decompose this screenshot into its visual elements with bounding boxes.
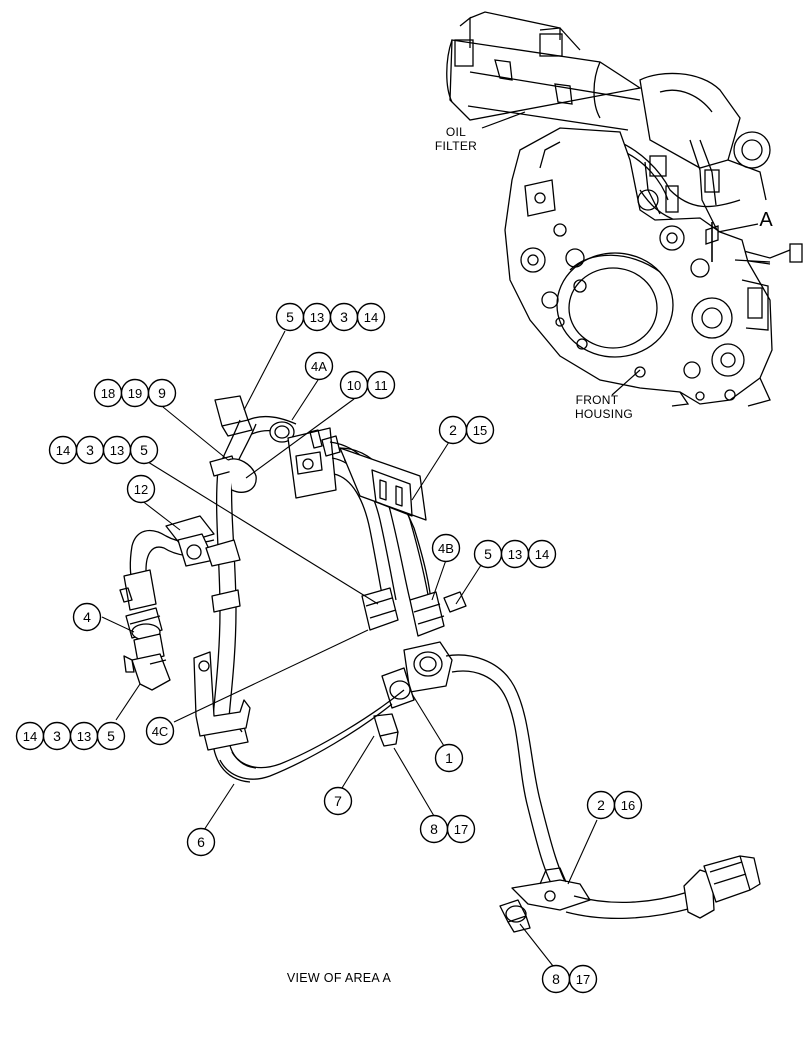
- callout-14-3-13-5-bottom: 14 3 13 5: [15, 721, 126, 751]
- callout-6: 6: [186, 827, 216, 857]
- callout-number: 5: [140, 442, 148, 458]
- callout-2-16: 2 16: [586, 790, 643, 820]
- callout-number: 4C: [152, 724, 169, 739]
- callout-1: 1: [434, 743, 464, 773]
- callout-balloon: [356, 302, 386, 332]
- callout-4C: 4C: [145, 716, 175, 746]
- callout-number: 2: [597, 797, 605, 813]
- callout-number: 13: [77, 729, 91, 744]
- callout-number: 14: [56, 443, 70, 458]
- callout-8-17-mid: 8 17: [419, 814, 476, 844]
- callout-number: 5: [286, 309, 294, 325]
- callout-14-3-13-5-top: 14 3 13 5: [48, 435, 159, 465]
- callout-balloon: [323, 786, 353, 816]
- callout-10-11: 10 11: [339, 370, 396, 400]
- callout-number: 13: [110, 443, 124, 458]
- engine-label-leaders: [481, 111, 759, 396]
- callout-number: 4: [83, 609, 91, 625]
- callout-balloon: [366, 370, 396, 400]
- callout-balloon: [96, 721, 126, 751]
- oil-filter-label: OIL: [446, 125, 466, 139]
- callout-number: 13: [310, 310, 324, 325]
- callout-12: 12: [126, 474, 156, 504]
- callout-balloon: [446, 814, 476, 844]
- callout-number: 7: [334, 793, 342, 809]
- callout-balloon: [147, 378, 177, 408]
- callout-balloon: [72, 602, 102, 632]
- callout-number: 3: [53, 728, 61, 744]
- callout-number: 11: [374, 378, 388, 393]
- engine-front-housing-drawing: [446, 11, 803, 407]
- callout-number: 12: [134, 482, 148, 497]
- callout-number: 14: [364, 310, 378, 325]
- callout-4B: 4B: [431, 533, 461, 563]
- oil-filter-label-line2: FILTER: [435, 139, 477, 153]
- callout-5-13-3-14: 5 13 3 14: [275, 302, 386, 332]
- callout-8-17-bottom: 8 17: [541, 964, 598, 994]
- callout-balloon: [465, 415, 495, 445]
- callout-5-13-14: 5 13 14: [473, 539, 557, 569]
- callout-number: 16: [621, 798, 635, 813]
- callout-number: 3: [340, 309, 348, 325]
- callout-number: 14: [23, 729, 37, 744]
- callout-number: 13: [508, 547, 522, 562]
- area-a-marker-label: A: [759, 209, 773, 231]
- callout-4: 4: [72, 602, 102, 632]
- callout-number: 2: [449, 422, 457, 438]
- callout-balloon: [434, 743, 464, 773]
- callout-balloon: [129, 435, 159, 465]
- callout-balloon: [186, 827, 216, 857]
- callout-number: 8: [552, 971, 560, 987]
- callout-number: 15: [473, 423, 487, 438]
- callout-number: 18: [101, 386, 115, 401]
- callout-7: 7: [323, 786, 353, 816]
- view-caption: VIEW OF AREA A: [287, 971, 392, 985]
- callout-number: 10: [347, 378, 361, 393]
- callout-18-19-9: 18 19 9: [93, 378, 177, 408]
- callout-number: 1: [445, 750, 453, 766]
- callout-number: 17: [454, 822, 468, 837]
- callout-number: 6: [197, 834, 205, 850]
- callout-number: 5: [484, 546, 492, 562]
- callout-4A: 4A: [304, 351, 334, 381]
- callout-balloon: [431, 533, 461, 563]
- callout-number: 17: [576, 972, 590, 987]
- callout-leader-lines: [101, 330, 598, 967]
- callout-balloon: [126, 474, 156, 504]
- callout-balloon: [568, 964, 598, 994]
- callout-number: 9: [158, 385, 166, 401]
- callout-balloon: [613, 790, 643, 820]
- callout-number: 3: [86, 442, 94, 458]
- callout-number: 4B: [438, 541, 454, 556]
- callout-number: 5: [107, 728, 115, 744]
- callout-balloon: [304, 351, 334, 381]
- callout-number: 19: [128, 386, 142, 401]
- front-housing-label: FRONT: [576, 393, 619, 407]
- callout-balloon: [527, 539, 557, 569]
- wiring-harness-drawing: [119, 395, 761, 933]
- callout-number: 14: [535, 547, 549, 562]
- front-housing-label-line2: HOUSING: [575, 407, 633, 421]
- callout-2-15: 2 15: [438, 415, 495, 445]
- callout-number: 4A: [311, 359, 327, 374]
- callout-balloon: [145, 716, 175, 746]
- callout-number: 8: [430, 821, 438, 837]
